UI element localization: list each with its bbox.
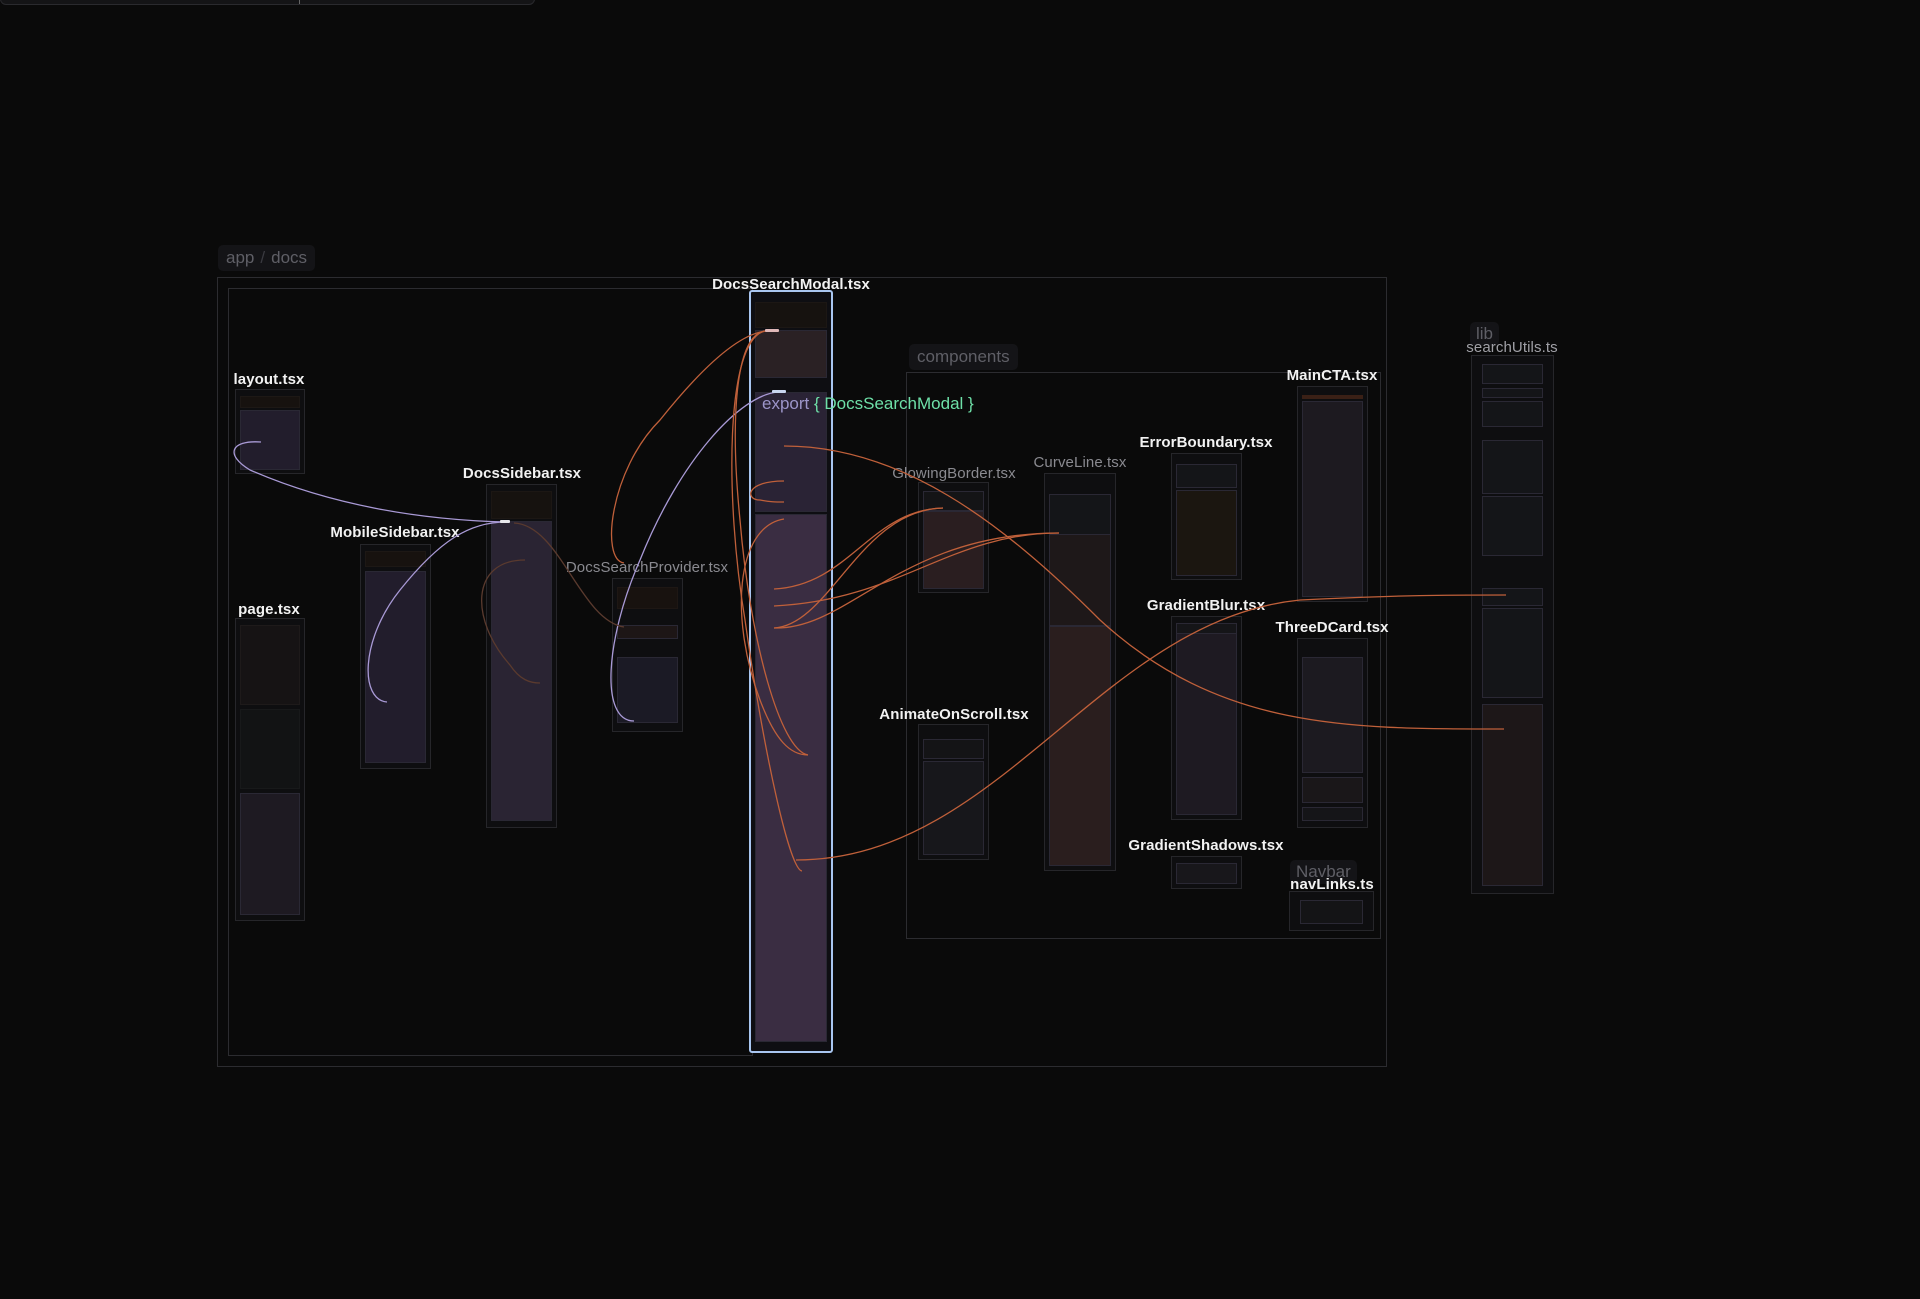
file-label-nav-links: navLinks.ts — [1290, 876, 1374, 893]
file-label-docs-search-modal: DocsSearchModal.tsx — [712, 276, 870, 293]
file-node-glowing-border[interactable] — [918, 482, 989, 593]
file-label-glowing-border: GlowingBorder.tsx — [892, 465, 1016, 482]
file-node-error-boundary[interactable] — [1171, 453, 1242, 580]
file-node-animate-on-scroll[interactable] — [918, 724, 989, 860]
file-label-docs-search-provider: DocsSearchProvider.tsx — [565, 559, 729, 576]
file-node-nav-links[interactable] — [1289, 891, 1374, 931]
file-node-gradient-blur[interactable] — [1171, 616, 1242, 820]
file-label-gradient-shadows: GradientShadows.tsx — [1128, 837, 1284, 854]
breadcrumb-separator: / — [260, 248, 266, 267]
file-label-curve-line: CurveLine.tsx — [1033, 454, 1127, 471]
file-node-three-d-card[interactable] — [1297, 638, 1368, 828]
export-brace-close: } — [968, 394, 974, 413]
top-toolbar — [0, 0, 535, 5]
file-node-layout[interactable] — [235, 389, 305, 474]
group-label-lib[interactable]: lib — [1470, 322, 1500, 346]
file-label-three-d-card: ThreeDCard.tsx — [1275, 619, 1389, 636]
export-brace-open: { — [813, 394, 820, 413]
group-label-navbar[interactable]: Navbar — [1290, 860, 1357, 884]
file-node-page[interactable] — [235, 618, 305, 921]
file-label-layout: layout.tsx — [233, 371, 305, 388]
toolbar-divider — [299, 0, 300, 4]
file-label-mobile-sidebar: MobileSidebar.tsx — [330, 524, 460, 541]
file-label-page: page.tsx — [238, 601, 300, 618]
export-port-modal[interactable] — [772, 390, 786, 393]
file-node-gradient-shadows[interactable] — [1171, 856, 1242, 889]
file-node-docs-search-provider[interactable] — [612, 578, 683, 732]
file-node-mobile-sidebar[interactable] — [360, 544, 431, 769]
file-node-curve-line[interactable] — [1044, 473, 1116, 871]
file-label-gradient-blur: GradientBlur.tsx — [1146, 597, 1266, 614]
group-label-components[interactable]: components — [909, 344, 1018, 370]
file-node-search-utils[interactable] — [1471, 355, 1554, 894]
breadcrumb-docs: docs — [271, 248, 308, 267]
export-port-docs-sidebar[interactable] — [500, 520, 510, 523]
export-keyword: export — [762, 394, 810, 413]
file-node-main-cta[interactable] — [1297, 386, 1368, 602]
export-tooltip: export { DocsSearchModal } — [762, 394, 974, 414]
file-node-docs-sidebar[interactable] — [486, 484, 557, 828]
file-label-docs-sidebar: DocsSidebar.tsx — [462, 465, 582, 482]
breadcrumb-app: app — [226, 248, 255, 267]
file-label-main-cta: MainCTA.tsx — [1286, 367, 1378, 384]
export-port-top[interactable] — [765, 329, 779, 332]
group-label-app-docs[interactable]: app / docs — [218, 245, 316, 271]
file-label-error-boundary: ErrorBoundary.tsx — [1139, 434, 1273, 451]
export-symbol: DocsSearchModal — [824, 394, 964, 413]
file-label-animate-on-scroll: AnimateOnScroll.tsx — [879, 706, 1029, 723]
file-label-search-utils: searchUtils.ts — [1466, 339, 1558, 356]
